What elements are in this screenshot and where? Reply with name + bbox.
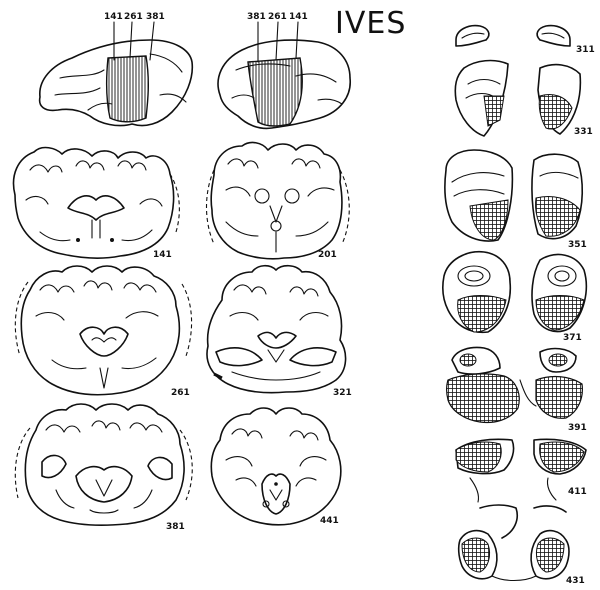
- coronal-label-321: 321: [333, 388, 352, 398]
- right-label-431: 431: [566, 576, 585, 586]
- coronal-label-381: 381: [166, 522, 185, 532]
- lateral-label-1: 141: [104, 12, 123, 22]
- right-section-331: 331: [455, 61, 593, 137]
- right-section-311: 311: [456, 26, 595, 55]
- coronal-label-141: 141: [153, 250, 172, 260]
- coronal-label-441: 441: [320, 516, 339, 526]
- lateral-label-2: 261: [124, 12, 143, 22]
- right-label-351: 351: [568, 240, 587, 250]
- figure-title: IVES: [335, 6, 406, 41]
- right-label-311: 311: [576, 45, 595, 55]
- coronal-label-201: 201: [318, 250, 337, 260]
- coronal-section-201: 201: [207, 143, 350, 260]
- coronal-section-441: 441: [211, 408, 341, 526]
- right-section-431: 431: [459, 505, 585, 586]
- medial-label-2: 261: [268, 12, 287, 22]
- medial-label-1: 381: [247, 12, 266, 22]
- right-label-411: 411: [568, 487, 587, 497]
- lateral-label-3: 381: [146, 12, 165, 22]
- right-label-331: 331: [574, 127, 593, 137]
- right-label-371: 371: [563, 333, 582, 343]
- right-section-391: 391: [447, 348, 587, 434]
- right-section-411: 411: [456, 439, 587, 502]
- right-section-371: 371: [443, 252, 587, 343]
- coronal-label-261: 261: [171, 388, 190, 398]
- coronal-section-261: 261: [15, 266, 191, 398]
- medial-label-3: 141: [289, 12, 308, 22]
- coronal-section-321: 321: [207, 266, 352, 398]
- lateral-brain-view: 141 261 381: [40, 12, 193, 126]
- coronal-section-141: 141: [14, 148, 180, 260]
- right-label-391: 391: [568, 423, 587, 433]
- coronal-section-381: 381: [15, 404, 192, 532]
- right-section-351: 351: [445, 150, 587, 250]
- medial-brain-view: 381 261 141: [218, 12, 350, 128]
